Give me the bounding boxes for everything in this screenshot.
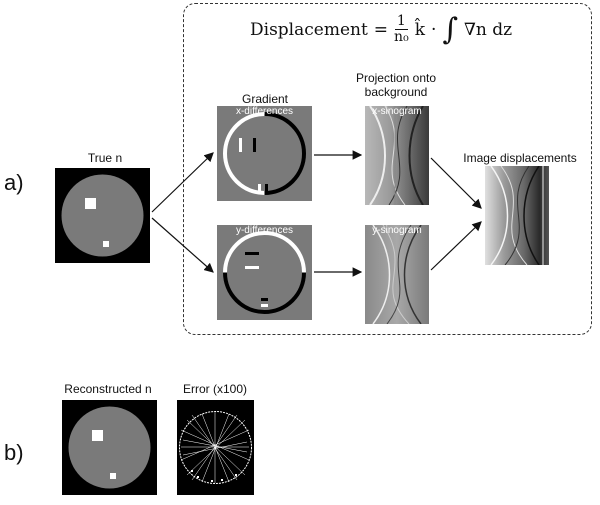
error-label: Error (x100) [182,382,247,396]
x-sinogram-overlay: x-sinogram [372,106,422,117]
true-n-image [55,168,150,263]
y-sinogram-overlay: y-sinogram [372,225,422,236]
projection-label-line1: Projection onto [355,71,437,85]
arrow-true-to-x [151,152,214,213]
panel-a-letter: a) [4,170,24,195]
projection-label-line2: background [364,85,428,99]
equation-integrand: ∇n dz [464,19,513,40]
equation-integral: ∫ [442,11,459,47]
reconstructed-n-label: Reconstructed n [64,382,152,396]
reconstructed-n-image [62,400,157,495]
equation-khat: k̂ [414,19,425,40]
error-image [177,400,254,495]
x-sinogram-image: x-sinogram [365,106,429,205]
arrow-xsino-to-disp [430,157,482,209]
equation-numerator: 1 [394,13,408,30]
x-differences-image: x-differences [217,106,312,201]
panel-b-letter: b) [4,440,24,465]
gradient-label: Gradient [241,92,289,106]
equation-denominator: n₀ [394,29,409,45]
arrow-true-to-y [151,217,214,273]
image-displacements-image [485,166,549,265]
arrow-ysino-to-disp [430,221,482,271]
displacement-equation: Displacement = 1 n₀ k̂ · ∫ ∇n dz [250,14,512,45]
displacements-label: Image displacements [463,151,577,165]
forward-model-box [183,3,592,335]
x-differences-overlay: x-differences [235,106,294,117]
y-sinogram-image: y-sinogram [365,225,429,324]
y-differences-image: y-differences [217,225,312,320]
equation-fraction: 1 n₀ [394,14,409,45]
equation-dot: · [431,19,437,40]
true-n-label: True n [87,151,123,165]
equation-lhs: Displacement [250,19,368,40]
y-differences-overlay: y-differences [235,225,294,236]
equation-equals: = [373,19,389,40]
